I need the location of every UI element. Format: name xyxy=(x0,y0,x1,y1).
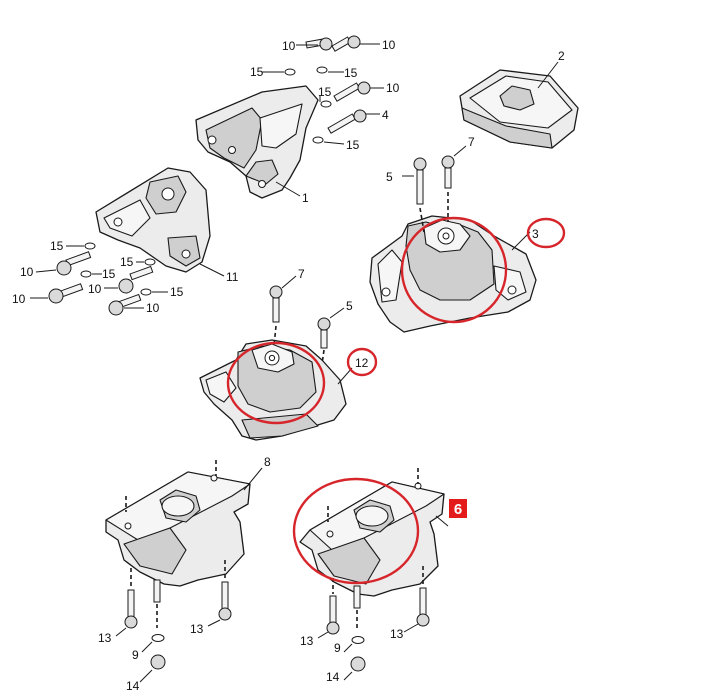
callout-1: 1 xyxy=(302,191,309,205)
fastener-cluster-left xyxy=(30,242,168,316)
callout-10: 10 xyxy=(88,282,102,296)
callout-15: 15 xyxy=(120,255,134,269)
callout-10: 10 xyxy=(146,301,160,315)
callout-10: 10 xyxy=(282,39,296,53)
highlight-ring-part-3 xyxy=(400,216,508,324)
callout-15: 15 xyxy=(170,285,184,299)
callout-15: 15 xyxy=(102,267,116,281)
highlight-ring-callout-12 xyxy=(346,347,378,377)
callout-10: 10 xyxy=(382,38,396,52)
callout-7: 7 xyxy=(468,135,475,149)
part-8-plate-mount xyxy=(105,467,263,587)
callout-14: 14 xyxy=(126,679,140,691)
callout-8: 8 xyxy=(264,455,271,469)
part-2-cap xyxy=(459,61,579,149)
fastener-cluster-upper xyxy=(262,35,384,145)
highlight-ring-part-6 xyxy=(292,477,420,585)
callout-10: 10 xyxy=(12,292,26,306)
callout-5: 5 xyxy=(346,299,353,313)
callout-15: 15 xyxy=(344,66,358,80)
fastener-cluster-lower-left xyxy=(115,460,232,683)
callout-10: 10 xyxy=(386,81,400,95)
callout-14: 14 xyxy=(326,670,340,684)
callout-7: 7 xyxy=(298,267,305,281)
callout-13: 13 xyxy=(300,634,314,648)
part-1-upper-bracket xyxy=(195,85,319,199)
part-6-plate-mount xyxy=(299,481,449,597)
highlight-ring-part-12 xyxy=(226,341,326,425)
callout-13: 13 xyxy=(390,627,404,641)
highlight-rings xyxy=(226,216,566,585)
callout-6: 6 xyxy=(454,501,462,518)
callout-9: 9 xyxy=(334,641,341,655)
callout-11: 11 xyxy=(226,270,239,284)
callout-15: 15 xyxy=(346,138,360,152)
callout-13: 13 xyxy=(190,622,204,636)
callout-15: 15 xyxy=(250,65,264,79)
callout-15: 15 xyxy=(50,239,64,253)
callout-4: 4 xyxy=(382,108,389,122)
callout-2: 2 xyxy=(558,49,565,63)
highlight-ring-callout-3 xyxy=(526,217,566,249)
part-3-mount xyxy=(369,215,537,333)
callout-labels: 10 10 15 15 15 10 4 15 1 2 5 7 3 15 10 1… xyxy=(12,38,565,691)
fastener-cluster-lower-right xyxy=(317,468,430,681)
callout-3: 3 xyxy=(532,227,539,241)
callout-9: 9 xyxy=(132,648,139,662)
part-11-left-bracket xyxy=(95,167,225,277)
callout-5: 5 xyxy=(386,170,393,184)
badge-6: 6 xyxy=(449,499,467,518)
callout-15: 15 xyxy=(318,85,332,99)
callout-13: 13 xyxy=(98,631,112,645)
fastener-cluster-middle xyxy=(269,275,345,365)
callout-10: 10 xyxy=(20,265,34,279)
part-12-mount xyxy=(199,339,353,441)
callout-12: 12 xyxy=(355,356,369,370)
fastener-cluster-right xyxy=(402,145,467,233)
